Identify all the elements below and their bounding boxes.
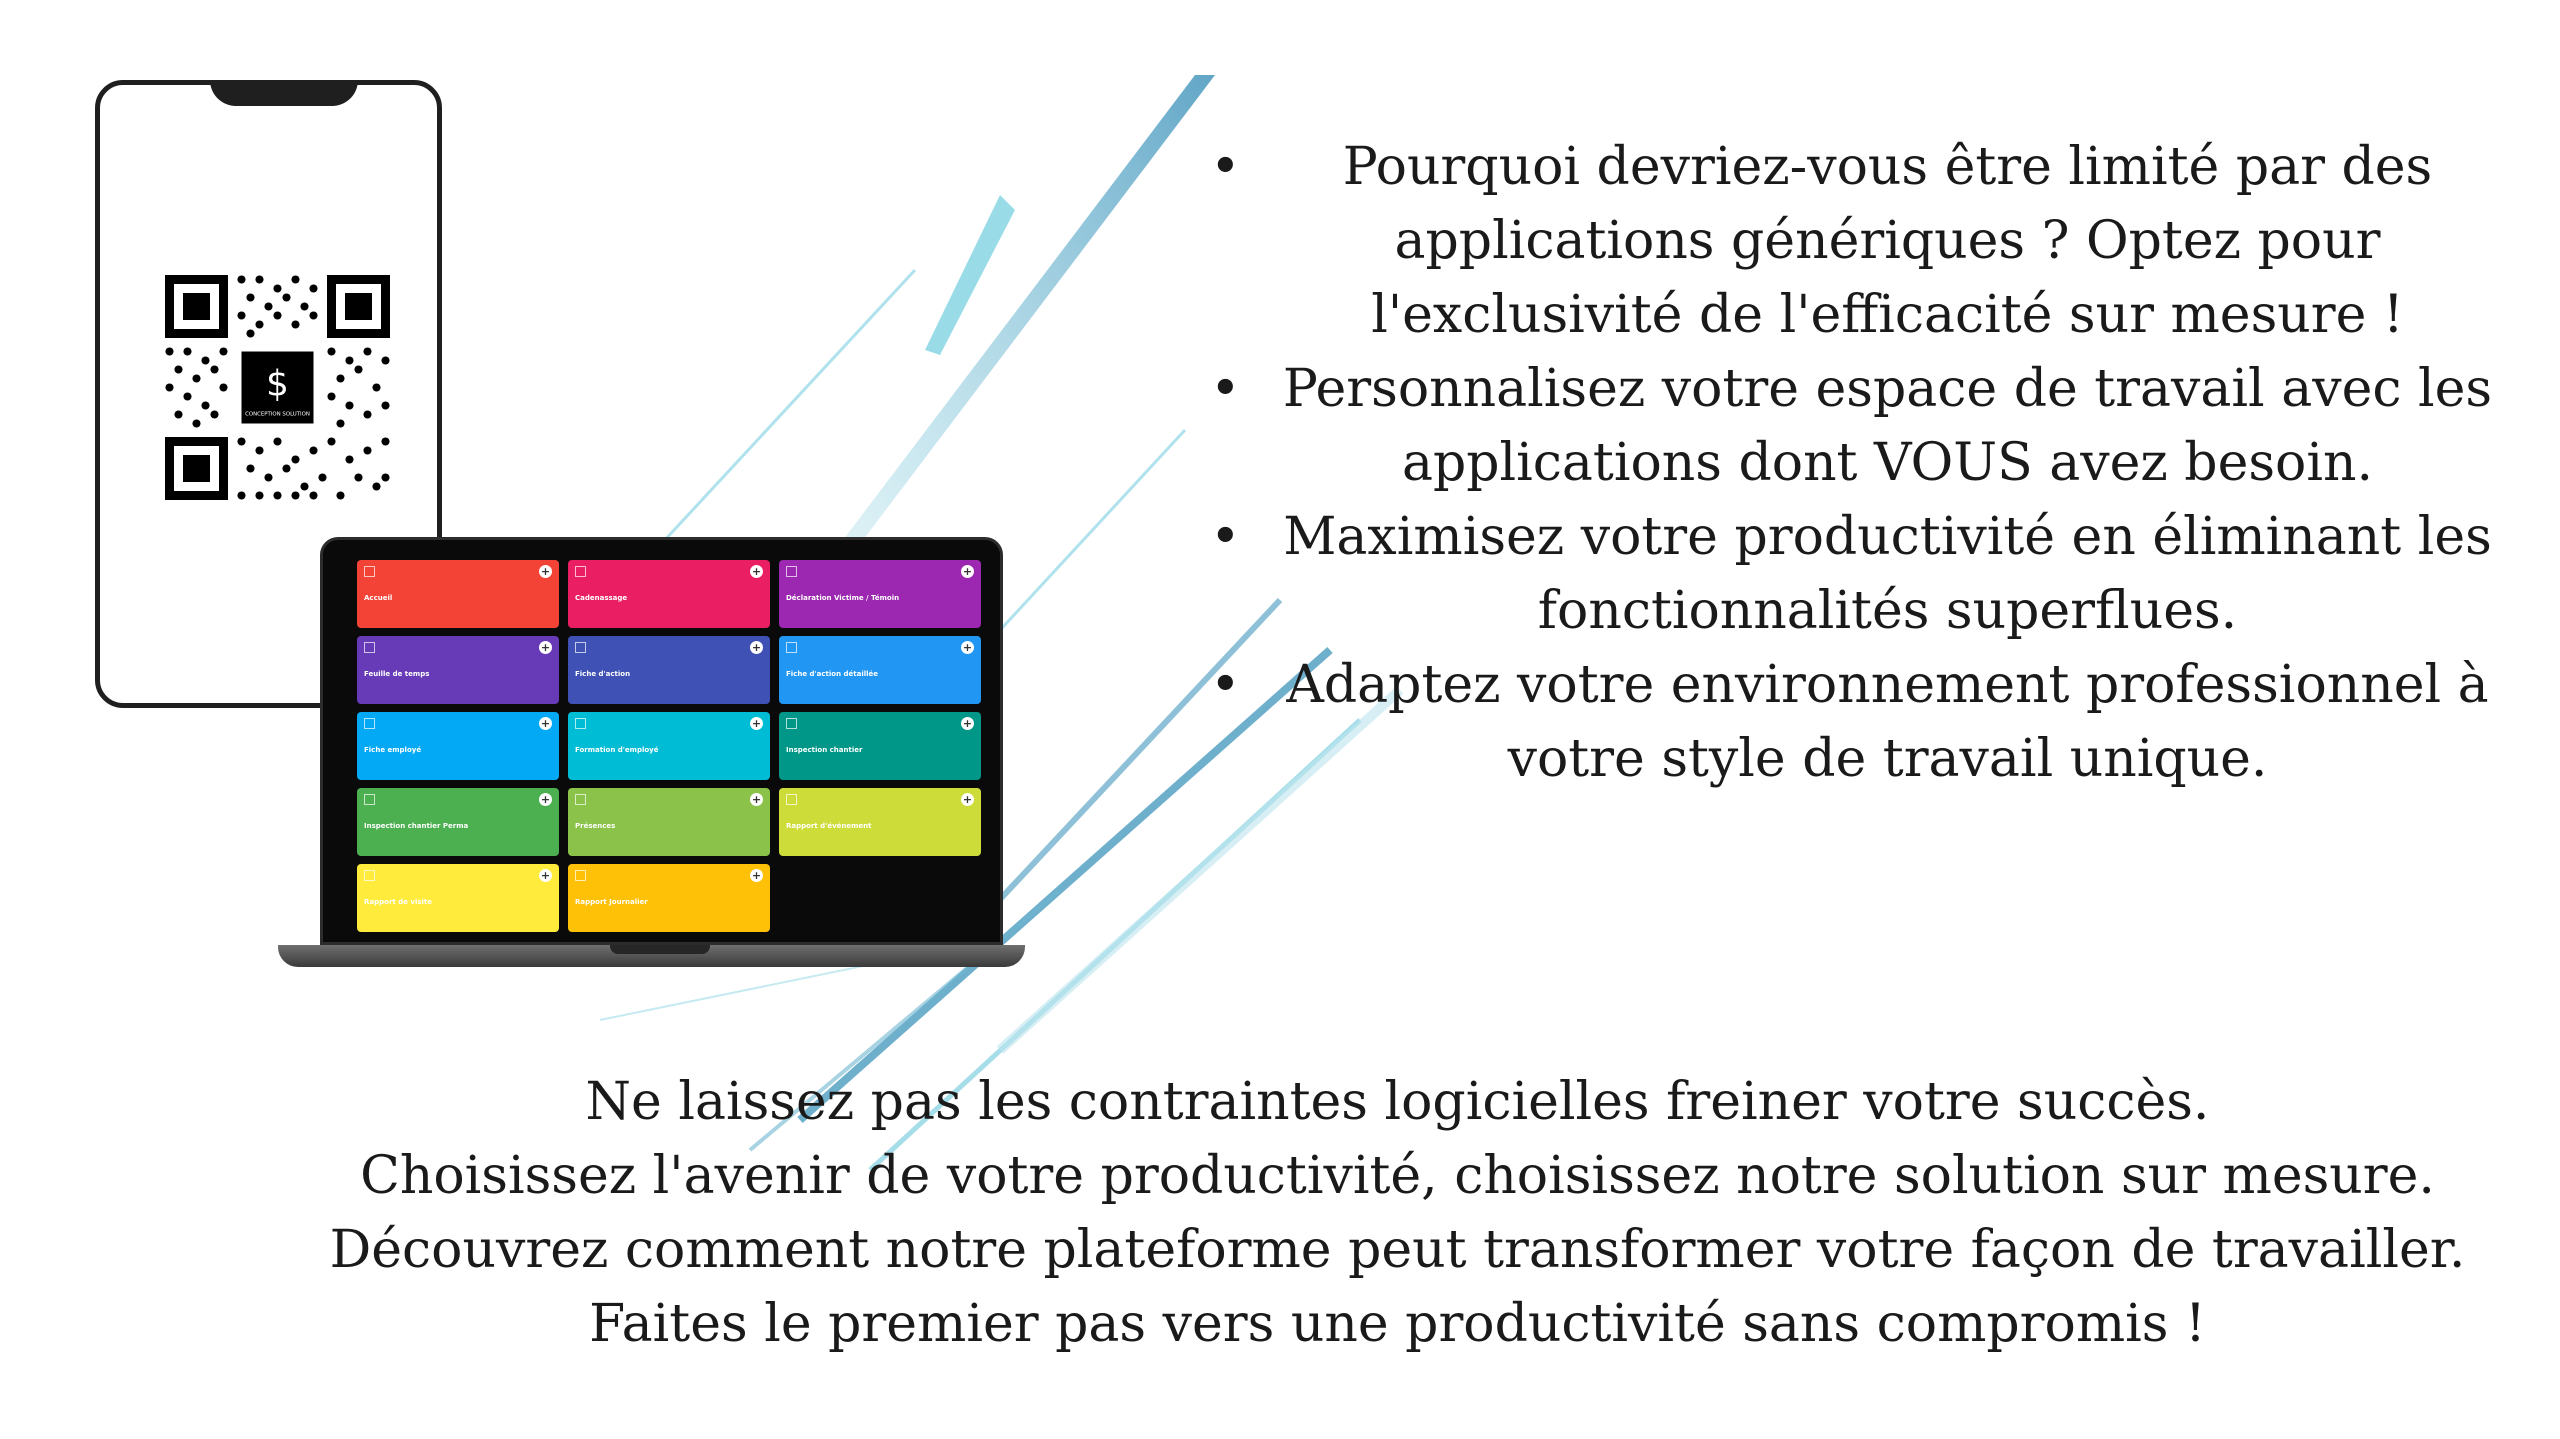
app-tile[interactable]: + Fiche d'action détaillée [779,636,981,704]
add-icon[interactable]: + [961,793,974,806]
bullet-item: Maximisez votre productivité en éliminan… [1210,500,2510,648]
app-tile[interactable]: + Feuille de temps [357,636,559,704]
app-tile[interactable]: + Fiche employé [357,712,559,780]
add-icon[interactable]: + [539,869,552,882]
tile-label: Feuille de temps [364,670,430,678]
tile-label: Inspection chantier Perma [364,822,469,830]
add-icon[interactable]: + [961,565,974,578]
app-icon [786,718,797,729]
tile-label: Formation d'employé [575,746,659,754]
closing-paragraph: Ne laissez pas les contraintes logiciell… [0,1065,2560,1361]
app-icon [575,642,586,653]
tile-label: Rapport Journalier [575,898,648,906]
app-icon [786,642,797,653]
app-icon [364,718,375,729]
svg-text:$: $ [266,364,289,405]
feature-bullet-list: Pourquoi devriez-vous être limité par de… [1210,130,2510,796]
app-tile[interactable]: + Cadenassage [568,560,770,628]
app-tile[interactable]: + Inspection chantier Perma [357,788,559,856]
add-icon[interactable]: + [961,717,974,730]
tile-label: Rapport d'événement [786,822,872,830]
app-tile[interactable]: + Rapport Journalier [568,864,770,932]
tile-label: Cadenassage [575,594,628,602]
laptop-hinge-notch [610,945,710,954]
add-icon[interactable]: + [750,793,763,806]
app-icon [364,794,375,805]
app-icon [575,794,586,805]
add-icon[interactable]: + [539,565,552,578]
app-icon [786,566,797,577]
app-tile[interactable]: + Inspection chantier [779,712,981,780]
add-icon[interactable]: + [750,565,763,578]
app-icon [575,566,586,577]
app-tile[interactable]: + Présences [568,788,770,856]
laptop-screen: + Accueil + Cadenassage + Déclaration Victime… [320,537,1003,945]
app-icon [575,870,586,881]
tile-label: Fiche employé [364,746,422,754]
svg-text:CONCEPTION SOLUTION: CONCEPTION SOLUTION [245,411,310,417]
tile-label: Accueil [364,594,393,602]
app-icon [786,794,797,805]
tile-label: Déclaration Victime / Témoin [786,594,900,602]
add-icon[interactable]: + [539,793,552,806]
bullet-item: Pourquoi devriez-vous être limité par de… [1210,130,2510,352]
app-icon [364,566,375,577]
closing-line: Faites le premier pas vers une productiv… [589,1294,2206,1354]
laptop-base [278,945,1025,967]
app-tile[interactable]: + Rapport de visite [357,864,559,932]
app-icon [575,718,586,729]
closing-line: Ne laissez pas les contraintes logiciell… [585,1072,2210,1132]
closing-line: Découvrez comment notre plateforme peut … [329,1220,2466,1280]
app-tile[interactable]: + Déclaration Victime / Témoin [779,560,981,628]
add-icon[interactable]: + [539,641,552,654]
add-icon[interactable]: + [961,641,974,654]
qr-code[interactable]: $ CONCEPTION SOLUTION [165,275,390,500]
app-tile[interactable]: + Fiche d'action [568,636,770,704]
tile-label: Inspection chantier [786,746,863,754]
app-tile[interactable]: + Accueil [357,560,559,628]
closing-line: Choisissez l'avenir de votre productivit… [360,1146,2435,1206]
tile-label: Présences [575,822,616,830]
app-tile[interactable]: + Rapport d'événement [779,788,981,856]
tile-label: Fiche d'action détaillée [786,670,879,678]
add-icon[interactable]: + [750,869,763,882]
bullet-item: Personnalisez votre espace de travail av… [1210,352,2510,500]
app-tile[interactable]: + Formation d'employé [568,712,770,780]
tile-label: Fiche d'action [575,670,631,678]
phone-notch [210,80,358,106]
bullet-item: Adaptez votre environnement professionne… [1210,648,2510,796]
app-icon [364,642,375,653]
add-icon[interactable]: + [750,641,763,654]
tile-label: Rapport de visite [364,898,432,906]
add-icon[interactable]: + [539,717,552,730]
app-tile-grid: + Accueil + Cadenassage + Déclaration Victime… [357,560,981,932]
add-icon[interactable]: + [750,717,763,730]
app-icon [364,870,375,881]
